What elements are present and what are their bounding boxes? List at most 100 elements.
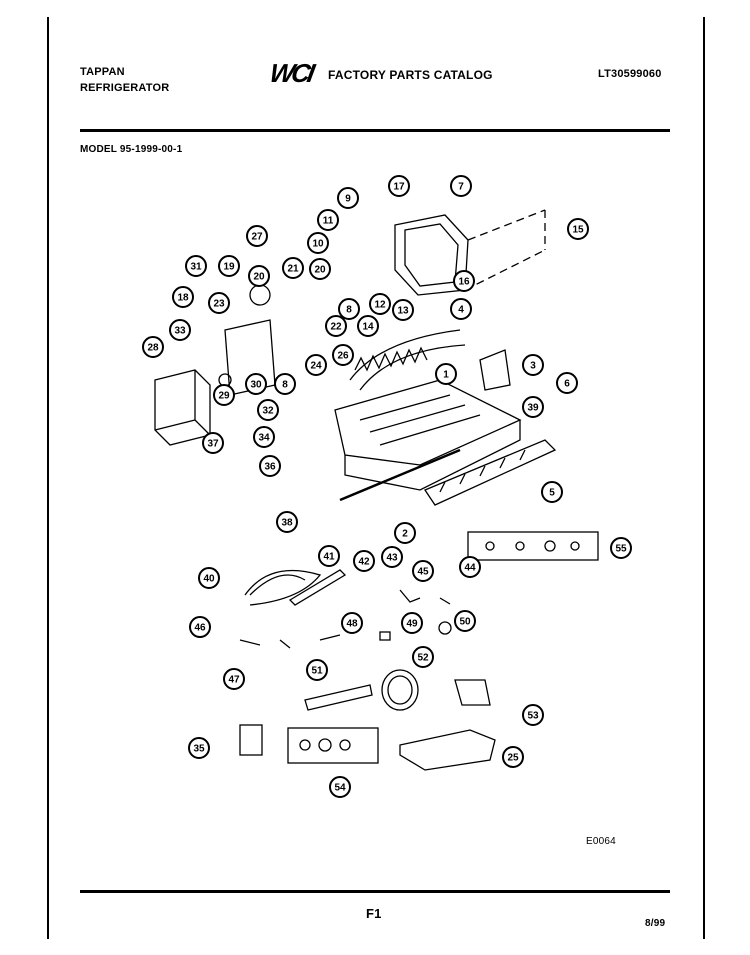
callout-circle bbox=[522, 396, 544, 418]
callout-2: 2 bbox=[394, 522, 416, 544]
callout-number: 36 bbox=[264, 462, 276, 473]
callout-circle bbox=[338, 298, 360, 320]
callout-number: 31 bbox=[190, 262, 202, 273]
callout-number: 47 bbox=[228, 675, 240, 686]
part-mold bbox=[334, 379, 522, 466]
callout-circle bbox=[341, 612, 363, 634]
part-kit bbox=[467, 531, 599, 561]
callout-circle bbox=[522, 704, 544, 726]
callout-number: 9 bbox=[345, 194, 351, 205]
callout-circle bbox=[282, 257, 304, 279]
callout-28: 28 bbox=[142, 336, 164, 358]
callout-43: 43 bbox=[381, 546, 403, 568]
callout-circle bbox=[208, 292, 230, 314]
callout-55: 55 bbox=[610, 537, 632, 559]
callout-circle bbox=[213, 384, 235, 406]
catalog-number: LT30599060 bbox=[598, 68, 662, 80]
callout-10: 10 bbox=[307, 232, 329, 254]
callout-39: 39 bbox=[522, 396, 544, 418]
callout-circle bbox=[169, 319, 191, 341]
callout-7: 7 bbox=[450, 175, 472, 197]
callout-number: 6 bbox=[564, 379, 570, 390]
callout-3: 3 bbox=[522, 354, 544, 376]
callout-53: 53 bbox=[522, 704, 544, 726]
part-harness bbox=[244, 569, 322, 606]
callout-52: 52 bbox=[412, 646, 434, 668]
callout-42: 42 bbox=[353, 550, 375, 572]
part-coil bbox=[381, 669, 419, 711]
callout-number: 35 bbox=[193, 744, 205, 755]
callout-number: 2 bbox=[402, 529, 408, 540]
callout-number: 39 bbox=[527, 403, 539, 414]
header-rule bbox=[80, 129, 670, 132]
callout-21: 21 bbox=[282, 257, 304, 279]
callout-45: 45 bbox=[412, 560, 434, 582]
callout-circle bbox=[412, 646, 434, 668]
callout-circle bbox=[218, 255, 240, 277]
callout-32: 32 bbox=[257, 399, 279, 421]
callout-circle bbox=[223, 668, 245, 690]
callout-36: 36 bbox=[259, 455, 281, 477]
callout-circle bbox=[454, 610, 476, 632]
callout-number: 52 bbox=[417, 653, 429, 664]
callout-circle bbox=[337, 187, 359, 209]
callout-number: 19 bbox=[223, 262, 235, 273]
callout-number: 26 bbox=[337, 351, 349, 362]
callout-number: 13 bbox=[397, 306, 409, 317]
callout-8: 8 bbox=[274, 373, 296, 395]
callout-40: 40 bbox=[198, 567, 220, 589]
callout-circle bbox=[610, 537, 632, 559]
callout-circle bbox=[450, 175, 472, 197]
callout-number: 25 bbox=[507, 753, 519, 764]
callout-circle bbox=[318, 545, 340, 567]
callout-circle bbox=[392, 299, 414, 321]
callout-31: 31 bbox=[185, 255, 207, 277]
part-fill-tube bbox=[304, 684, 373, 711]
part-valve bbox=[239, 724, 263, 756]
callout-25: 25 bbox=[502, 746, 524, 768]
callout-34: 34 bbox=[253, 426, 275, 448]
callout-circle bbox=[257, 399, 279, 421]
callout-number: 48 bbox=[346, 619, 358, 630]
callout-circle bbox=[453, 270, 475, 292]
callout-circle bbox=[188, 737, 210, 759]
callout-circle bbox=[198, 567, 220, 589]
callout-37: 37 bbox=[202, 432, 224, 454]
callout-circle bbox=[246, 225, 268, 247]
part-ice-bin bbox=[399, 729, 496, 771]
callout-circle bbox=[381, 546, 403, 568]
callout-number: 5 bbox=[549, 488, 555, 499]
callout-circle bbox=[172, 286, 194, 308]
callout-12: 12 bbox=[369, 293, 391, 315]
callout-49: 49 bbox=[401, 612, 423, 634]
callout-35: 35 bbox=[188, 737, 210, 759]
callout-number: 43 bbox=[386, 553, 398, 564]
callout-circle bbox=[259, 455, 281, 477]
callout-circle bbox=[567, 218, 589, 240]
callout-circle bbox=[189, 616, 211, 638]
callout-number: 22 bbox=[330, 322, 342, 333]
brand-line2: REFRIGERATOR bbox=[80, 82, 170, 94]
part-valve-kit bbox=[287, 727, 379, 764]
callout-6: 6 bbox=[556, 372, 578, 394]
callout-29: 29 bbox=[213, 384, 235, 406]
callout-number: 20 bbox=[253, 272, 265, 283]
callout-circle bbox=[185, 255, 207, 277]
part-heater bbox=[339, 448, 461, 502]
part-stripper bbox=[424, 439, 557, 506]
callout-23: 23 bbox=[208, 292, 230, 314]
callout-number: 3 bbox=[530, 361, 536, 372]
drawing-code: E0064 bbox=[586, 836, 616, 847]
callout-19: 19 bbox=[218, 255, 240, 277]
callout-number: 49 bbox=[406, 619, 418, 630]
callout-50: 50 bbox=[454, 610, 476, 632]
callout-number: 1 bbox=[443, 370, 449, 381]
callout-number: 16 bbox=[458, 277, 470, 288]
callout-number: 24 bbox=[310, 361, 322, 372]
callout-circle bbox=[388, 175, 410, 197]
callout-number: 14 bbox=[362, 322, 374, 333]
callout-47: 47 bbox=[223, 668, 245, 690]
callout-circle bbox=[248, 265, 270, 287]
callout-number: 54 bbox=[334, 783, 346, 794]
callout-20: 20 bbox=[309, 258, 331, 280]
